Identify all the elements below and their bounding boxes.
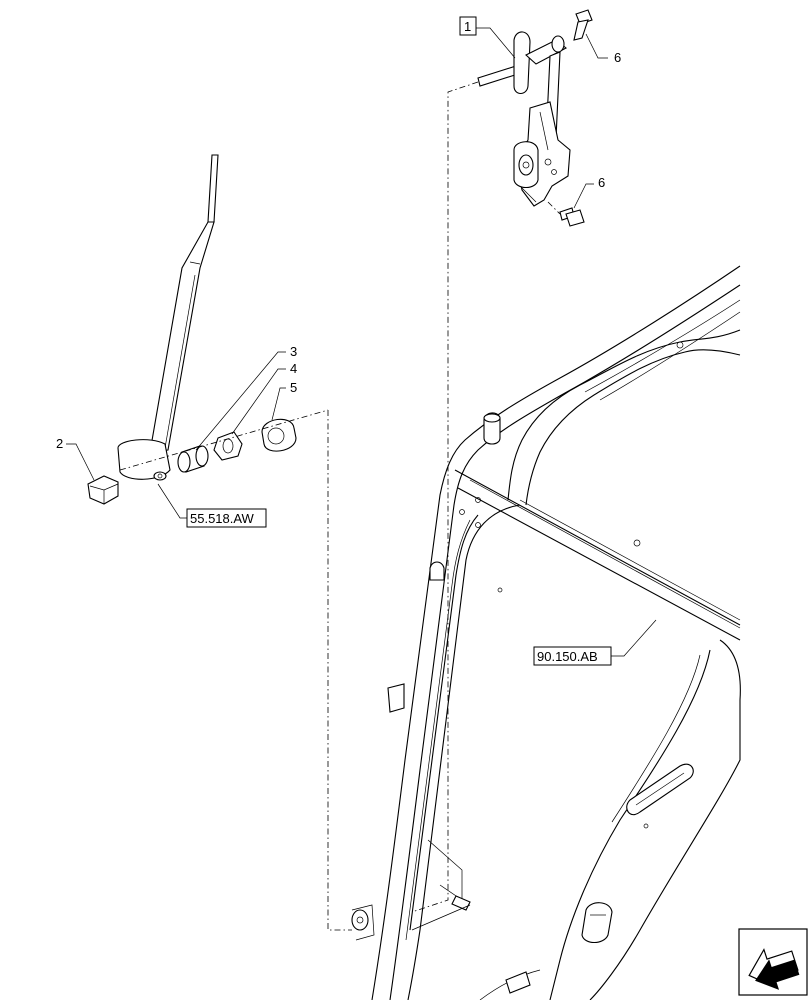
cab-frame (351, 265, 741, 1000)
callout-2: 2 (56, 436, 63, 451)
callout-box-1 (459, 16, 477, 36)
wiper-motor-part-1 (477, 31, 571, 207)
callout-6-top: 6 (614, 50, 621, 65)
wiper-arm (117, 154, 219, 481)
bolt-part-6-bottom (559, 207, 585, 227)
callout-6-bottom: 6 (598, 175, 605, 190)
washer-part-4 (213, 431, 243, 461)
ref-cab: 90.150.AB (537, 649, 598, 664)
callout-3: 3 (290, 344, 297, 359)
callout-1: 1 (464, 19, 471, 34)
ref-wiper: 55.518.AW (190, 511, 255, 526)
callout-4: 4 (290, 361, 297, 376)
hex-nut-part-2 (87, 475, 119, 505)
callout-5: 5 (290, 380, 297, 395)
arrow-nav-icon[interactable] (738, 928, 808, 996)
bolt-part-6-top (573, 9, 593, 41)
sleeve-part-5 (261, 418, 297, 452)
bushing-part-3 (177, 445, 209, 473)
